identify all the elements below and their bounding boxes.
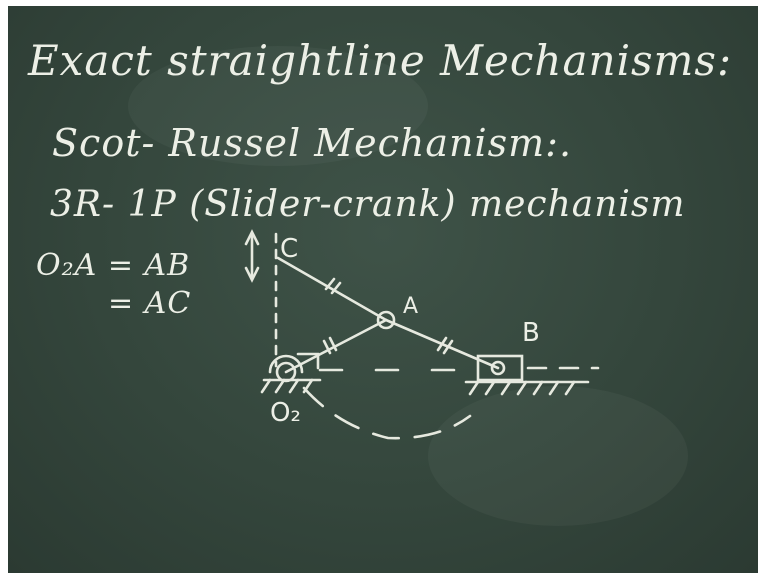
guide-hatch xyxy=(500,380,512,396)
guide-hatch xyxy=(468,380,480,396)
board-subtitle: Scot- Russel Mechanism:. xyxy=(52,121,573,165)
joint-a xyxy=(376,310,396,330)
slider-b xyxy=(476,354,524,382)
motion-arrowhead-up xyxy=(244,229,260,246)
scott-russell-mechanism-diagram xyxy=(244,229,600,440)
pivot-support xyxy=(268,354,304,374)
equal-tick xyxy=(330,281,342,295)
equation-line-2: = AC xyxy=(108,286,192,321)
label-a: A xyxy=(403,294,419,319)
label-c: C xyxy=(280,234,299,264)
label-o2: O₂ xyxy=(270,398,301,428)
guide-hatch xyxy=(564,380,576,396)
equal-tick xyxy=(328,336,338,352)
crank-path-arc xyxy=(302,386,472,440)
link-ca xyxy=(276,256,388,322)
ground-hatch xyxy=(274,378,286,394)
equal-tick xyxy=(436,336,448,352)
equal-tick xyxy=(324,277,336,291)
guide-hatch xyxy=(532,380,544,396)
chalk-smudge xyxy=(428,386,688,526)
chalk-smudge xyxy=(128,46,428,166)
guide-hatch xyxy=(548,380,560,396)
board-title: Exact straightline Mechanisms: xyxy=(28,36,733,85)
chalkboard: Exact straightline Mechanisms: Scot- Rus… xyxy=(8,6,758,573)
guide-hatch xyxy=(484,380,496,396)
equation-line-1: O₂A = AB xyxy=(36,248,191,283)
board-mechanism-type: 3R- 1P (Slider-crank) mechanism xyxy=(50,184,686,225)
motion-arrowhead-down xyxy=(244,266,260,283)
crank-o2a xyxy=(284,318,388,374)
ground-hatch xyxy=(260,378,272,394)
ground-hatch xyxy=(288,378,300,394)
joint-b xyxy=(490,360,506,376)
equal-tick xyxy=(322,339,332,355)
equal-tick xyxy=(442,339,454,355)
right-angle-mark xyxy=(296,352,320,370)
guide-hatch xyxy=(516,380,528,396)
label-b: B xyxy=(522,318,540,348)
